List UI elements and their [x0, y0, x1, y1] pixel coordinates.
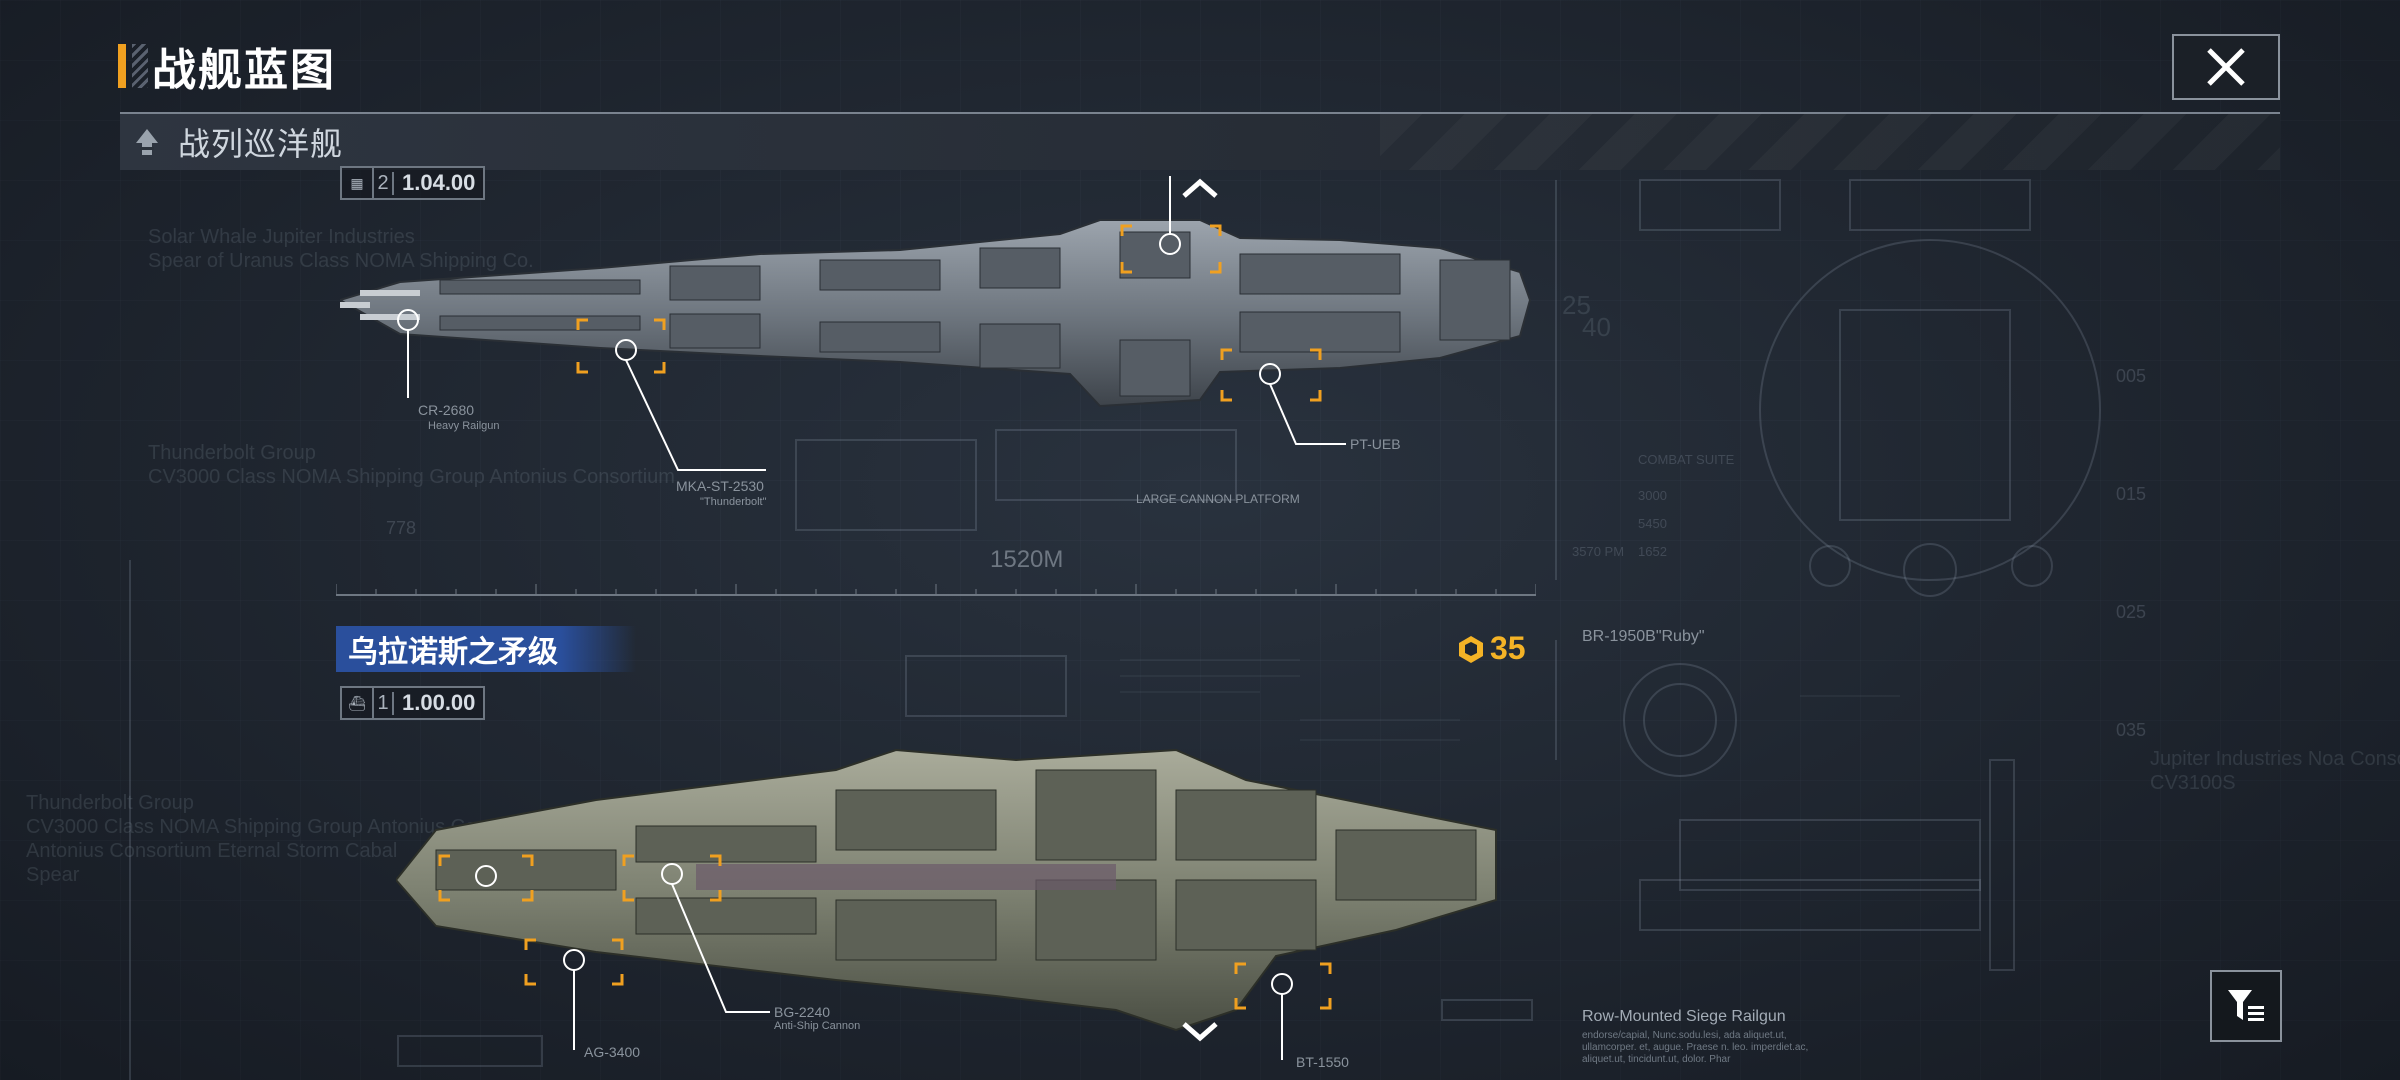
upper-ship-level: 2 [374, 171, 394, 195]
upper-weapon-label-2: MKA-ST-2530 [676, 478, 764, 494]
ship-name-plate: 乌拉诺斯之矛级 [336, 626, 636, 672]
upper-weapon-sub-1: Heavy Railgun [428, 420, 500, 432]
railgun-title: Row-Mounted Siege Railgun [1582, 1008, 1786, 1025]
lower-ship-spec-tag: ⛴ 1 1.00.00 [340, 686, 486, 720]
bg-text-6: CV3000 Class NOMA Shipping Group Antoniu… [26, 816, 488, 838]
bg-axis-a: 005 [2116, 366, 2147, 386]
upper-weapon-sub-2: "Thunderbolt" [700, 496, 767, 508]
lower-ship-level: 1 [374, 691, 394, 715]
ship-cost: 35 [1456, 630, 1526, 667]
bg-t2: 40 [1582, 312, 1611, 342]
ship-cost-amount: 35 [1490, 630, 1526, 666]
bg-axis-d: 035 [2116, 720, 2147, 740]
upper-ship-value: 1.04.00 [402, 170, 476, 195]
bg-text-8: Spear [26, 864, 80, 886]
ship-tier-icon: ⛴ [342, 688, 374, 718]
lower-weapon-label-3: BT-1550 [1296, 1054, 1349, 1070]
bg-len-a: 3570 PM [1572, 544, 1625, 559]
page-title: 战舰蓝图 [152, 46, 336, 95]
lower-weapon-sub-1: Anti-Ship Cannon [774, 1020, 861, 1032]
upper-weapon-label-3: PT-UEB [1350, 436, 1401, 452]
side-weapon-label: BR-1950B"Ruby" [1582, 628, 1705, 645]
bg-t1: 25 [1562, 290, 1591, 320]
bg-axis-b: 015 [2116, 484, 2147, 504]
filter-icon [2228, 990, 2264, 1021]
class-bar-hatch [1380, 114, 2280, 170]
upper-weapon-label-1: CR-2680 [418, 402, 475, 418]
filter-button[interactable] [2210, 970, 2282, 1042]
bg-text-5: Thunderbolt Group [26, 792, 194, 814]
lower-ship-blueprint[interactable] [396, 730, 1506, 1040]
title-hatch [132, 44, 148, 88]
bg-num-a: 778 [386, 518, 417, 538]
resource-cube-icon [1459, 635, 1483, 663]
bg-text-1: Solar Whale Jupiter Industries [148, 226, 415, 248]
bg-combat-title: COMBAT SUITE [1638, 452, 1735, 467]
title-accent-bar [118, 44, 126, 88]
bg-text-9: Jupiter Industries Noa Consortium [2150, 748, 2400, 770]
bg-text-3: Thunderbolt Group [148, 442, 316, 464]
page-title-wrap: 战舰蓝图 [118, 38, 336, 95]
grid-icon: ▦ [342, 168, 374, 198]
chevron-down-icon[interactable] [1180, 1020, 1220, 1044]
chevron-up-icon[interactable] [1180, 176, 1220, 200]
ship-class-label: 战列巡洋舰 [178, 126, 344, 162]
bg-text-10: CV3100S [2150, 772, 2236, 794]
bg-text-4: CV3000 Class NOMA Shipping Group Antoniu… [148, 466, 675, 488]
railgun-description: endorse/capial, Nunc.sodu.lesi, ada aliq… [1582, 1030, 1809, 1065]
lower-weapon-label-2: AG-3400 [584, 1044, 641, 1060]
bg-text-7: Antonius Consortium Eternal Storm Cabal [26, 840, 398, 862]
upper-ship-blueprint[interactable] [340, 190, 1540, 440]
ship-name: 乌拉诺斯之矛级 [348, 636, 558, 669]
bg-stat-c: 1652 [1638, 544, 1667, 559]
lower-weapon-label-1: BG-2240 [774, 1004, 831, 1020]
close-button[interactable] [2172, 34, 2280, 100]
bg-stat-a: 3000 [1638, 488, 1667, 503]
header-divider [120, 112, 2280, 114]
lower-ship-value: 1.00.00 [402, 690, 476, 715]
length-ruler [336, 584, 1536, 596]
upper-length-label: 1520M [990, 546, 1064, 573]
close-icon [2207, 48, 2245, 86]
ship-class-bar[interactable]: 战列巡洋舰 [120, 114, 2280, 170]
upper-ship-hull [340, 219, 1532, 408]
bg-axis-c: 025 [2116, 602, 2147, 622]
upper-platform-label: LARGE CANNON PLATFORM [1136, 492, 1300, 506]
bg-stat-b: 5450 [1638, 516, 1667, 531]
ship-class-icon [136, 129, 158, 155]
lower-ship-hull [396, 748, 1497, 1032]
upper-ship-spec-tag: ▦ 2 1.04.00 [340, 166, 486, 200]
bg-text-2: Spear of Uranus Class NOMA Shipping Co. [148, 250, 534, 272]
